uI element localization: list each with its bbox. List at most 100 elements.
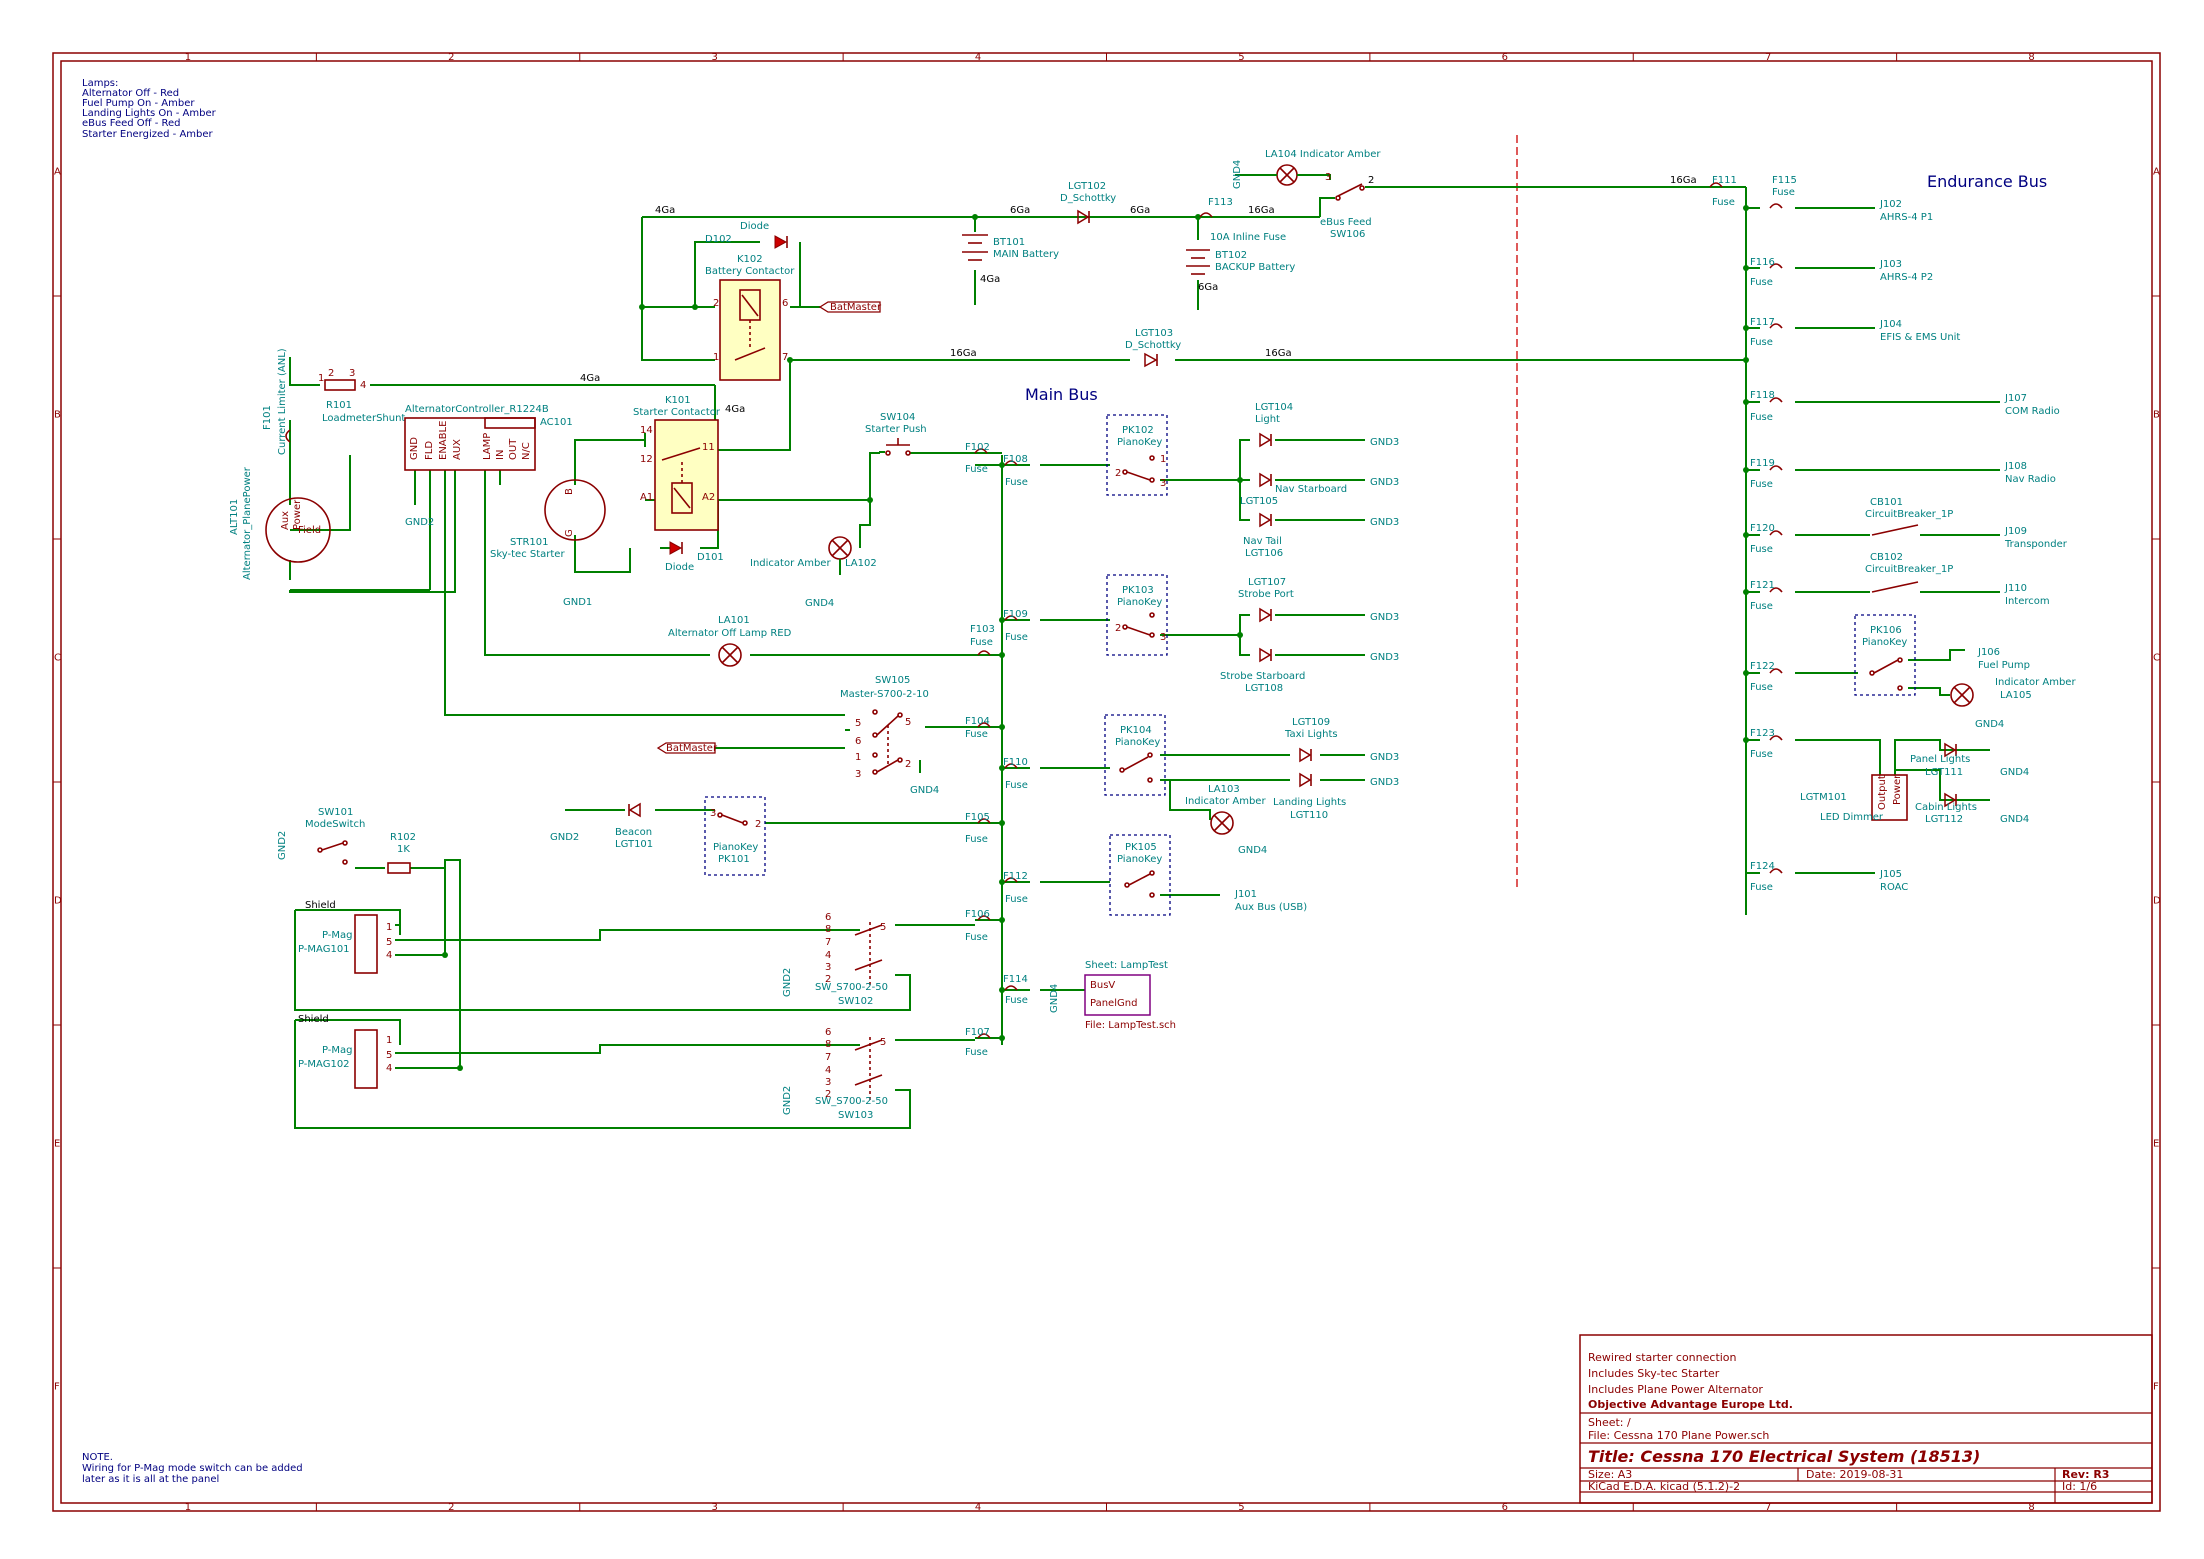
junction-dot — [787, 357, 793, 363]
svg-text:5: 5 — [386, 1050, 392, 1061]
fuse-ref: F123 — [1750, 728, 1775, 739]
connector-label: Fuel Pump — [1978, 660, 2030, 671]
pmag-label: P-Mag — [322, 1045, 353, 1056]
batmaster-flag-top: BatMaster — [818, 301, 882, 313]
junction-dot — [1743, 205, 1749, 211]
lamps-note-line: Lamps: — [82, 78, 118, 89]
pianokey-ref: PK106 — [1870, 625, 1902, 636]
sheet-id: Id: 1/6 — [2062, 1480, 2097, 1493]
svg-text:7: 7 — [782, 352, 788, 363]
fuse-label: Fuse — [1005, 894, 1028, 905]
svg-text:4: 4 — [386, 1063, 392, 1074]
ground-label: GND2 — [405, 517, 434, 528]
lamps-note-line: Alternator Off - Red — [82, 88, 179, 99]
pmag-ref: P-MAG102 — [298, 1059, 350, 1070]
light-ref: LGT112 — [1925, 814, 1963, 825]
sheet-inner-border — [60, 60, 2153, 1504]
svg-text:3: 3 — [825, 962, 831, 973]
fuse-f113: F113 10A Inline Fuse — [1199, 197, 1286, 243]
diode-label: Diode — [740, 221, 769, 232]
fuse-ref: F107 — [965, 1027, 990, 1038]
wire-label: 6Ga — [1130, 205, 1150, 216]
pianokey-pk105: PK105 PianoKey — [1109, 834, 1171, 916]
sheet-file: File: LampTest.sch — [1085, 1020, 1176, 1031]
junction-dot — [867, 497, 873, 503]
fuse-ref: F105 — [965, 812, 990, 823]
fuse-ref: F116 — [1750, 257, 1775, 268]
fuse-ref: F122 — [1750, 661, 1775, 672]
pianokey-label: PianoKey — [1115, 737, 1160, 748]
fuse-label: Fuse — [1750, 601, 1773, 612]
lamp-la103: LA103 Indicator Amber GND4 — [1185, 784, 1267, 856]
grid-col-label: 7 — [1765, 52, 1771, 63]
fuse-f123: F123 Fuse — [1750, 728, 1783, 760]
lamp-ref: LA103 — [1208, 784, 1240, 795]
pmag-ref: P-MAG101 — [298, 944, 350, 955]
diode-d101: Diode D101 — [665, 541, 724, 573]
pianokey-ref: PK101 — [718, 854, 750, 865]
resistor-r102: R102 1K — [387, 832, 416, 874]
wire-label: 6Ga — [1198, 282, 1218, 293]
diode-ref: LGT102 — [1068, 181, 1106, 192]
grid-row-label: C — [54, 653, 61, 664]
switch-label: Master-S700-2-10 — [840, 689, 929, 700]
controller-ref: AC101 — [540, 417, 573, 428]
junction-dot — [442, 952, 448, 958]
junction-dot — [999, 765, 1005, 771]
fuse-label: Fuse — [965, 834, 988, 845]
pianokey-pk104: PK104 PianoKey — [1104, 714, 1166, 796]
switch-label: Starter Push — [865, 424, 927, 435]
ground-label: GND3 — [1370, 752, 1399, 763]
connector-label: Transponder — [2004, 539, 2068, 550]
wire-label: 4Ga — [580, 373, 600, 384]
fuse-label: Fuse — [1750, 337, 1773, 348]
svg-text:3: 3 — [825, 1077, 831, 1088]
fuse-label: Fuse — [1005, 780, 1028, 791]
svg-text:Power: Power — [1892, 774, 1903, 805]
svg-text:3: 3 — [710, 808, 716, 819]
svg-text:7: 7 — [825, 937, 831, 948]
switch-sw101: SW101 ModeSwitch GND2 — [277, 807, 365, 865]
svg-text:1: 1 — [318, 373, 324, 384]
svg-text:B: B — [564, 488, 575, 495]
pianokey-pk102: PK102 PianoKey 213 — [1106, 414, 1168, 496]
pianokey-label: PianoKey — [1117, 437, 1162, 448]
sheet-path: Sheet: / — [1588, 1416, 1631, 1429]
grid-row-label: A — [54, 167, 61, 178]
lamp-label: Alternator Off Lamp RED — [668, 628, 792, 639]
connector-label: AHRS-4 P2 — [1880, 272, 1933, 283]
net-label: BatMaster — [666, 743, 718, 754]
svg-text:12: 12 — [640, 454, 653, 465]
breaker-label: CircuitBreaker_1P — [1865, 564, 1953, 575]
light-lgt109: LGT109 Taxi Lights GND3 — [1284, 717, 1399, 763]
pianokey-label: PianoKey — [1862, 637, 1907, 648]
junction-dot — [1743, 325, 1749, 331]
fuse-ref: F115 — [1772, 175, 1797, 186]
fuse-label: Fuse — [1750, 882, 1773, 893]
connector-j106: J106 Fuel Pump — [1977, 647, 2030, 671]
breaker-cb101: CB101 CircuitBreaker_1P — [1865, 497, 1953, 536]
svg-text:2: 2 — [755, 819, 761, 830]
breaker-ref: CB101 — [1870, 497, 1903, 508]
light-lgt110: Landing Lights LGT110 GND3 — [1273, 772, 1399, 821]
lamp-label: Indicator Amber — [750, 558, 831, 569]
fuse-ref: F121 — [1750, 580, 1775, 591]
fuse-f124: F124 Fuse — [1750, 861, 1783, 893]
lamps-note: Lamps: Alternator Off - Red Fuel Pump On… — [82, 78, 217, 140]
ground-label: GND4 — [1232, 160, 1243, 189]
connector-label: Aux Bus (USB) — [1235, 902, 1307, 913]
file-name: File: Cessna 170 Plane Power.sch — [1588, 1429, 1769, 1442]
svg-text:7: 7 — [825, 1052, 831, 1063]
pianokey-label: PianoKey — [1117, 597, 1162, 608]
battery-label: BACKUP Battery — [1215, 262, 1295, 273]
junction-dot — [692, 304, 698, 310]
switch-label: ModeSwitch — [305, 819, 365, 830]
fuse-f114: F114 Fuse — [1003, 974, 1028, 1006]
light-lgt108: Strobe Starboard LGT108 GND3 — [1220, 647, 1399, 694]
connector-label: AHRS-4 P1 — [1880, 212, 1933, 223]
ground-label: GND4 — [910, 785, 939, 796]
switch-ref: SW102 — [838, 996, 873, 1007]
fuse-ref: F111 — [1712, 175, 1737, 186]
switch-sw103: GND2 68 74 32 5 SW_S700-2-50 SW103 — [782, 1027, 888, 1121]
